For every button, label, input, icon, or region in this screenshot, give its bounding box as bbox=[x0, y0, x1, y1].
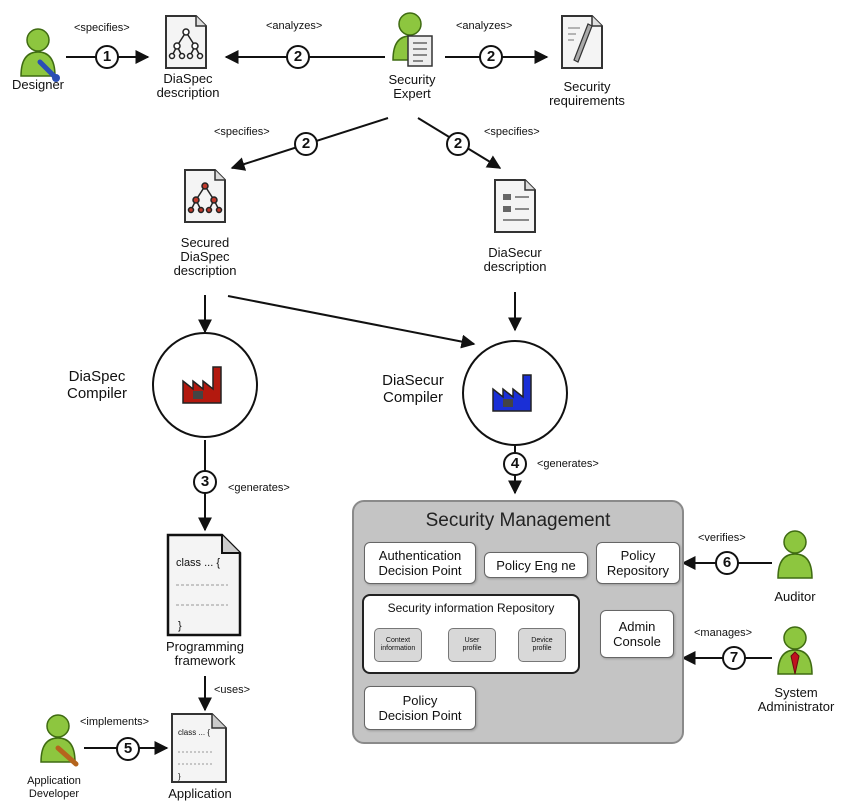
diaspec-compiler-icon bbox=[152, 332, 258, 438]
relation-verifies: <verifies> bbox=[698, 532, 746, 544]
step-6-badge: 6 bbox=[715, 551, 739, 575]
programming-framework-label: Programming framework bbox=[165, 639, 245, 668]
application-developer-label: Application Developer bbox=[27, 775, 81, 800]
policy-decision-point: Policy Decision Point bbox=[364, 686, 476, 730]
relation-analyzes-2: <analyzes> bbox=[456, 20, 513, 32]
step-5-badge: 5 bbox=[116, 737, 140, 761]
framework-code-text: class ... { bbox=[176, 557, 221, 569]
relation-generates-2: <generates> bbox=[537, 458, 599, 470]
diasecur-compiler-icon bbox=[462, 340, 568, 446]
relation-specifies-3: <specifies> bbox=[484, 126, 540, 138]
step-2-badge-a: 2 bbox=[286, 45, 310, 69]
secured-diaspec-description-icon bbox=[184, 169, 226, 223]
step-4-badge: 4 bbox=[503, 452, 527, 476]
diaspec-compiler-label: DiaSpec Compiler bbox=[66, 368, 127, 402]
diasecur-description-icon bbox=[494, 179, 536, 233]
relation-specifies-1: <specifies> bbox=[74, 22, 130, 34]
diasecur-description-label: DiaSecur description bbox=[483, 245, 547, 274]
step-2-badge-b: 2 bbox=[479, 45, 503, 69]
device-profile-box: Device profile bbox=[518, 628, 566, 662]
step-2-badge-d: 2 bbox=[446, 132, 470, 156]
admin-console: Admin Console bbox=[600, 610, 674, 658]
context-information-box: Context information bbox=[374, 628, 422, 662]
auditor-label: Auditor bbox=[774, 589, 816, 604]
relation-uses: <uses> bbox=[214, 684, 251, 696]
diasecur-compiler-label: DiaSecur Compiler bbox=[382, 372, 444, 406]
step-1-badge: 1 bbox=[95, 45, 119, 69]
relation-specifies-2: <specifies> bbox=[214, 126, 270, 138]
relation-generates-1: <generates> bbox=[228, 482, 290, 494]
step-7-badge: 7 bbox=[722, 646, 746, 670]
programming-framework-icon bbox=[166, 533, 242, 637]
security-requirements-icon bbox=[561, 15, 603, 69]
security-information-repository-title: Security information Repository bbox=[387, 601, 555, 615]
designer-label: Designer bbox=[11, 77, 65, 92]
auditor-icon bbox=[777, 530, 813, 579]
relation-manages: <manages> bbox=[694, 627, 753, 639]
step-2-badge-c: 2 bbox=[294, 132, 318, 156]
security-management-panel: Security Management Authentication Decis… bbox=[352, 500, 684, 744]
diaspec-description-label: DiaSpec description bbox=[156, 71, 220, 100]
relation-implements: <implements> bbox=[80, 716, 150, 728]
system-administrator-label: System Administrator bbox=[757, 685, 835, 714]
application-code-text: class ... { bbox=[178, 728, 211, 737]
security-management-title: Security Management bbox=[425, 510, 611, 531]
arrow-secured-diasecur-compiler bbox=[227, 295, 476, 349]
step-3-badge: 3 bbox=[193, 470, 217, 494]
framework-code-close: } bbox=[178, 620, 182, 632]
relation-analyzes-1: <analyzes> bbox=[266, 20, 323, 32]
application-label: Application bbox=[168, 786, 232, 801]
security-requirements-label: Security requirements bbox=[549, 79, 625, 108]
security-expert-label: Security Expert bbox=[388, 72, 436, 101]
authentication-decision-point: Authentication Decision Point bbox=[364, 542, 476, 584]
policy-engine: Policy Eng ne bbox=[484, 552, 588, 578]
secured-diaspec-description-label: Secured DiaSpec description bbox=[173, 235, 237, 278]
system-administrator-icon bbox=[777, 626, 813, 675]
designer-icon bbox=[20, 28, 60, 82]
policy-repository: Policy Repository bbox=[596, 542, 680, 584]
user-profile-box: User profile bbox=[448, 628, 496, 662]
application-code-close: } bbox=[178, 772, 181, 781]
application-icon bbox=[171, 713, 227, 783]
security-expert-icon bbox=[392, 12, 433, 67]
diaspec-description-icon bbox=[165, 15, 207, 69]
security-information-repository: Security information Repository Context … bbox=[362, 594, 580, 674]
application-developer-icon bbox=[40, 714, 79, 767]
